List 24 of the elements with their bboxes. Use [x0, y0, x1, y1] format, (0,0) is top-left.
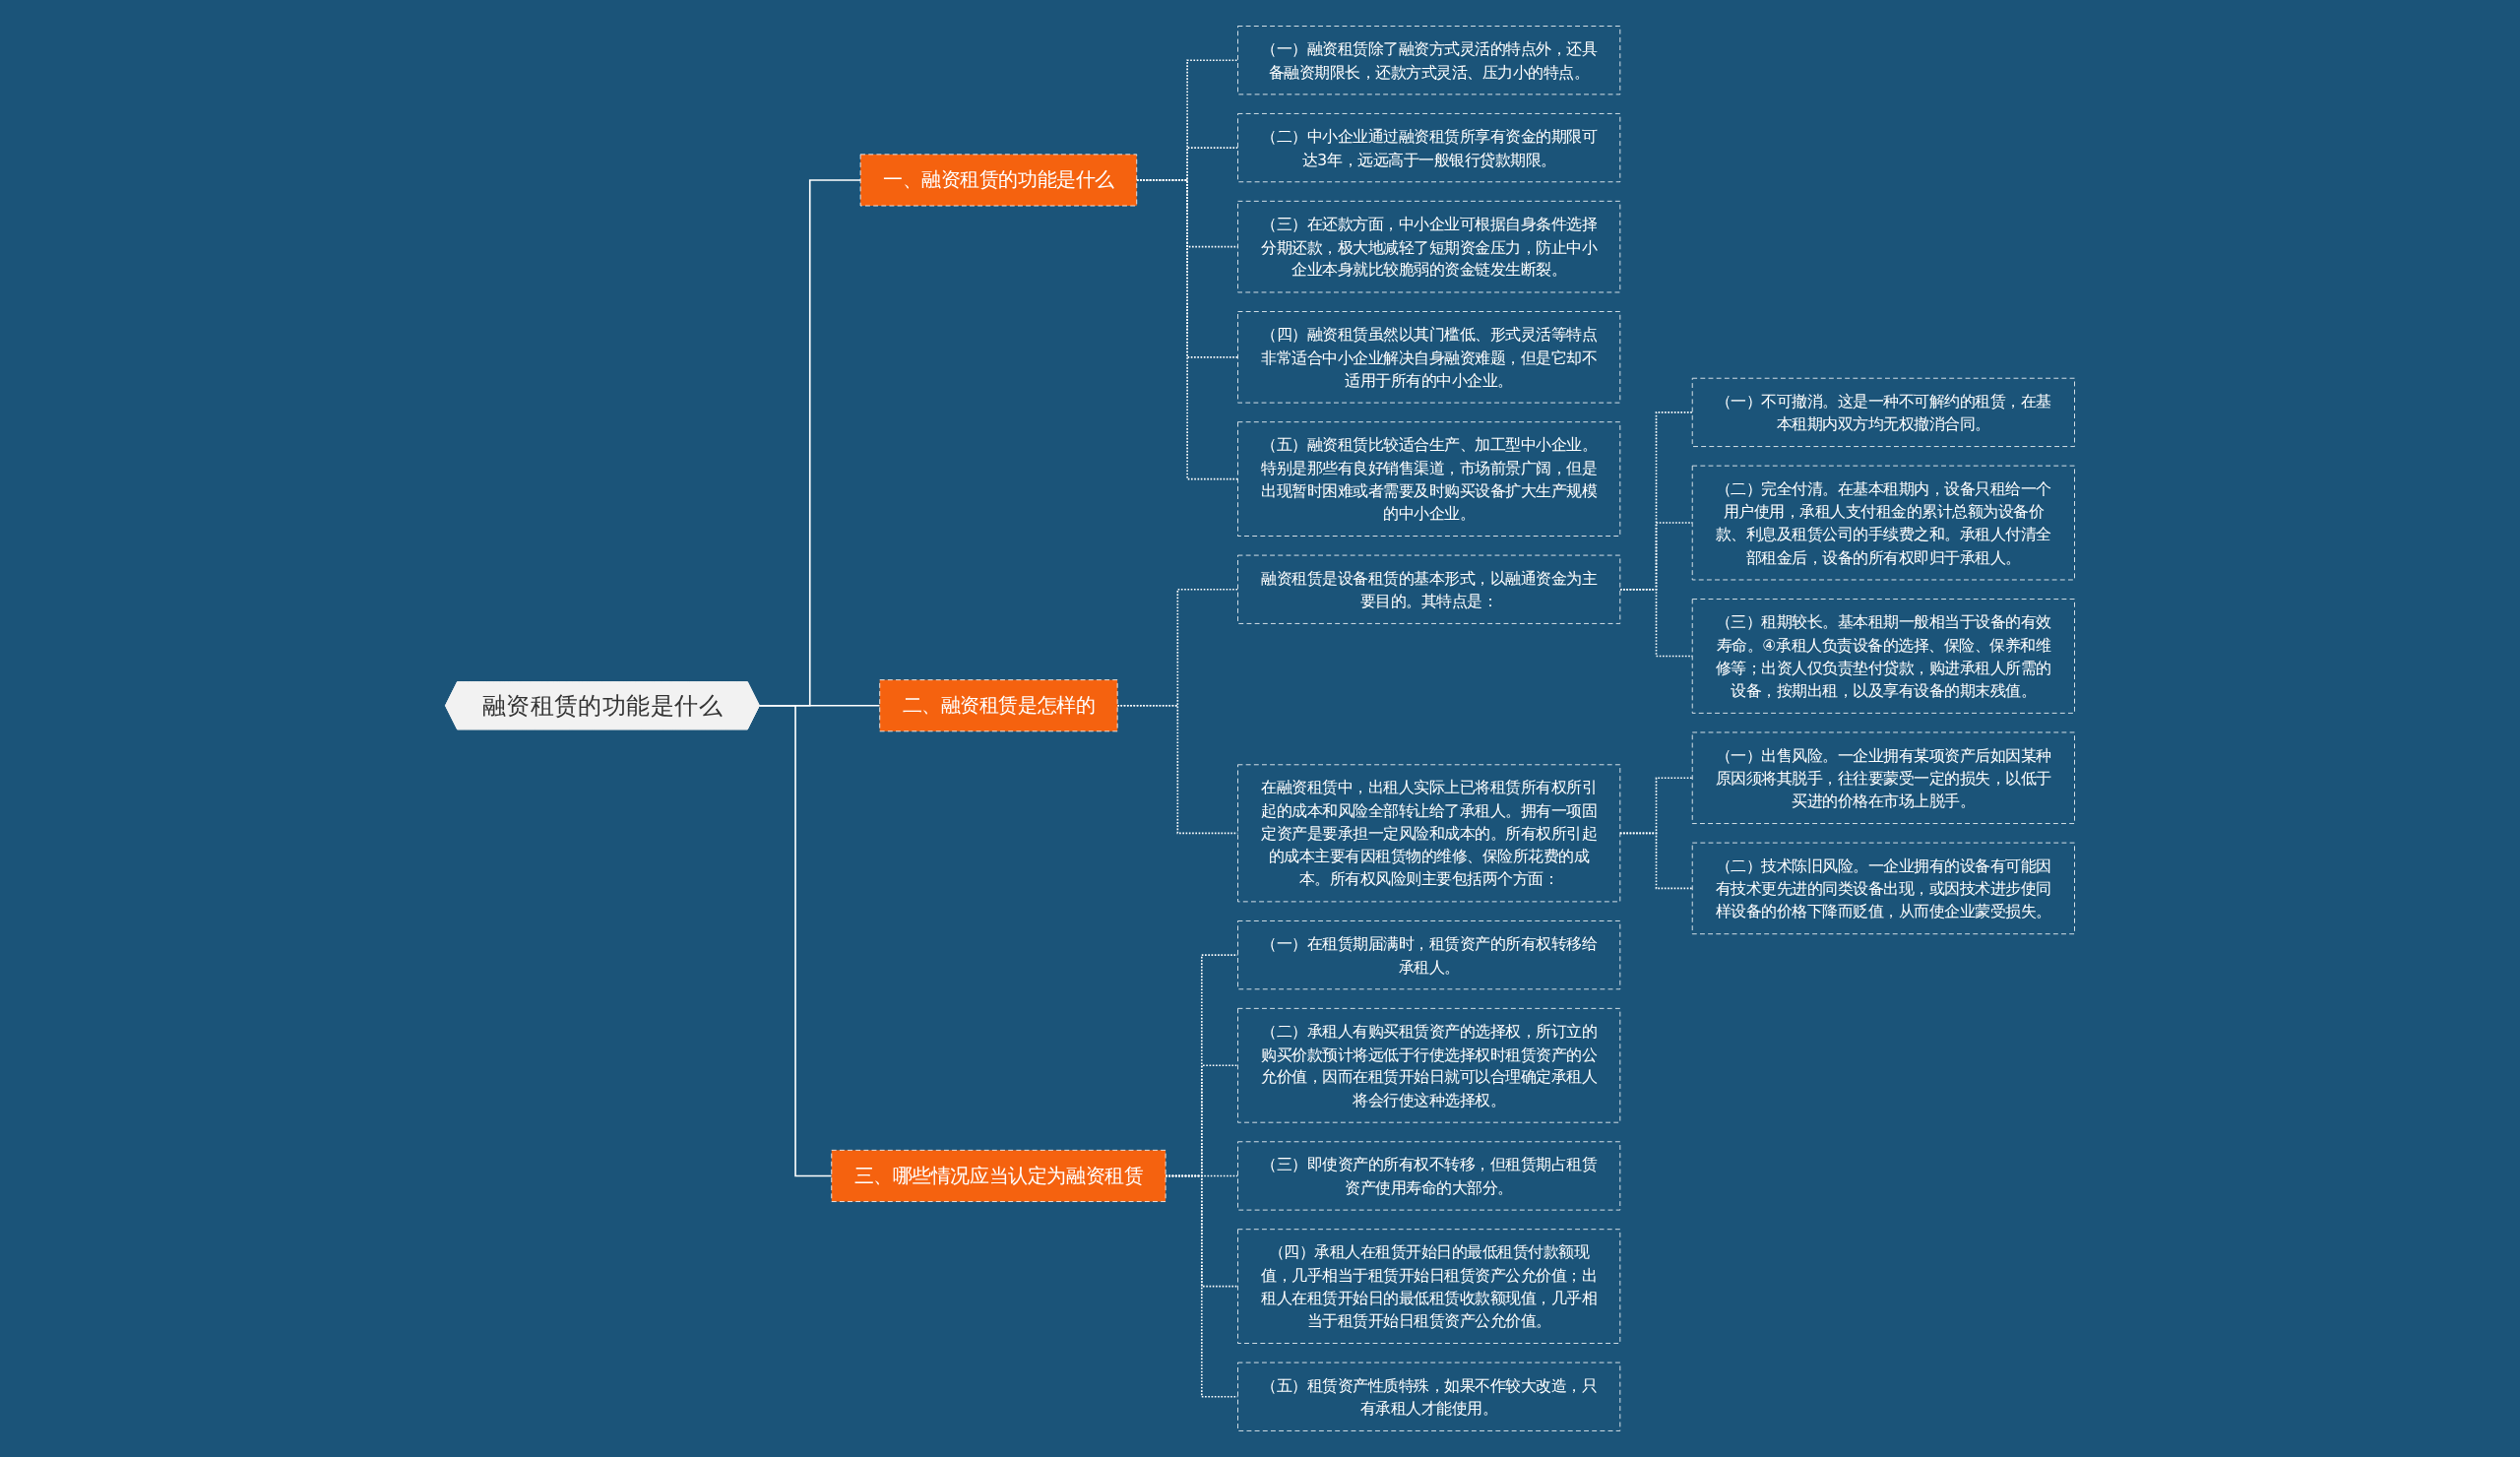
node-box: （五）融资租赁比较适合生产、加工型中小企业。特别是那些有良好销售渠道，市场前景广阔，但是出现暂时困难或者需要及时购买设备扩大生产规模的中小企业。	[1237, 421, 1621, 537]
node-box: （三）租期较长。基本租期一般相当于设备的有效寿命。④承租人负责设备的选择、保险、保养和维修等；出资人仅负责垫付贷款，购进承租人所需的设备，按期出租，以及享有设备的期末残值。	[1691, 599, 2075, 714]
node-box: 一、融资租赁的功能是什么	[859, 154, 1138, 207]
node-box: （五）租赁资产性质特殊，如果不作较大改造，只有承租人才能使用。	[1237, 1362, 1621, 1431]
node-box: （四）承租人在租赁开始日的最低租赁付款额现值，几乎相当于租赁开始日租赁资产公允价值；出租人在租赁开始日的最低租赁收款额现值，几乎相当于租赁开始日租赁资产公允价值。	[1237, 1229, 1621, 1344]
node-box: （三）在还款方面，中小企业可根据自身条件选择分期还款，极大地减轻了短期资金压力，防止中小企业本身就比较脆弱的资金链发生断裂。	[1237, 200, 1621, 293]
node-box: 三、哪些情况应当认定为融资租赁	[831, 1149, 1166, 1202]
node-box: （一）出售风险。一企业拥有某项资产后如因某种原因须将其脱手，往往要蒙受一定的损失，以低于买进的价格在市场上脱手。	[1691, 731, 2075, 824]
connector	[1135, 179, 1239, 480]
connector	[758, 704, 833, 1177]
connector	[1618, 588, 1693, 658]
node-box: （二）完全付清。在基本租期内，设备只租给一个用户使用，承租人支付租金的累计总额为设备价款、利息及租赁公司的手续费之和。承租人付清全部租金后，设备的所有权即归于承租人。	[1691, 465, 2075, 581]
connector	[1618, 832, 1693, 890]
node-box: （四）融资租赁虽然以其门槛低、形式灵活等特点非常适合中小企业解决自身融资难题，但是它却不适用于所有的中小企业。	[1237, 311, 1621, 404]
node-box: （三）即使资产的所有权不转移，但租赁期占租赁资产使用寿命的大部分。	[1237, 1141, 1621, 1211]
node-box: （二）技术陈旧风险。一企业拥有的设备有可能因有技术更先进的同类设备出现，或因技术进步使同样设备的价格下降而贬值，从而使企业蒙受损失。	[1691, 842, 2075, 935]
node-box: 二、融资租赁是怎样的	[879, 679, 1118, 732]
node-box: （一）在租赁期届满时，租赁资产的所有权转移给承租人。	[1237, 920, 1621, 990]
node-box: （一）不可撤消。这是一种不可解约的租赁，在基本租期内双方均无权撤消合同。	[1691, 377, 2075, 447]
node-box: 融资租赁是设备租赁的基本形式，以融通资金为主要目的。其特点是：	[1237, 554, 1621, 624]
node-box: （二）中小企业通过融资租赁所享有资金的期限可达3年，远远高于一般银行贷款期限。	[1237, 113, 1621, 183]
node-box: （一）融资租赁除了融资方式灵活的特点外，还具备融资期限长，还款方式灵活、压力小的特点。	[1237, 26, 1621, 95]
node-box: （二）承租人有购买租赁资产的选择权，所订立的购买价款预计将远低于行使选择权时租赁资产的公允价值，因而在租赁开始日就可以合理确定承租人将会行使这种选择权。	[1237, 1007, 1621, 1123]
node-box: 在融资租赁中，出租人实际上已将租赁所有权所引起的成本和风险全部转让给了承租人。拥有一项固定资产是要承担一定风险和成本的。所有权所引起的成本主要有因租赁物的维修、保险所花费的成本。所有权风险则主要包括两个方面：	[1237, 764, 1621, 903]
